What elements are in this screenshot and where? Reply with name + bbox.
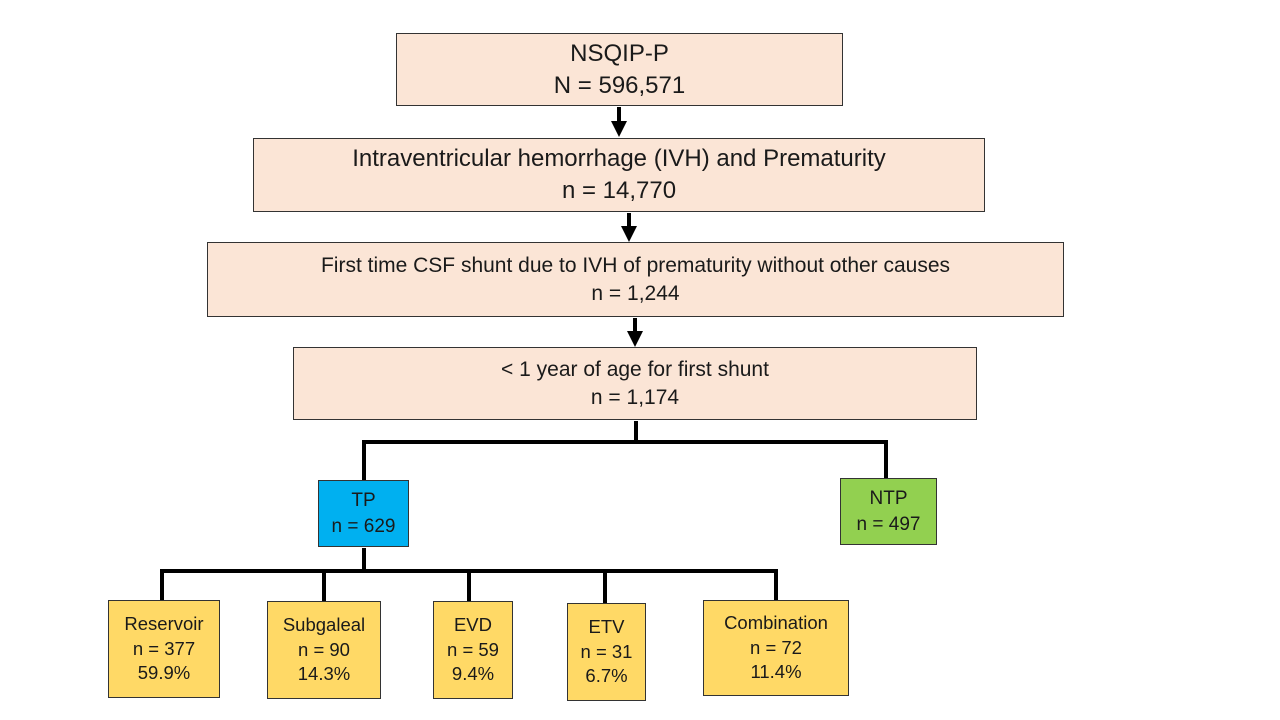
box-subgaleal-title: Subgaleal [282,614,366,636]
box-nsqip-title: NSQIP-P [570,39,669,67]
box-nsqip-count: N = 596,571 [553,71,686,99]
box-combination-count: n = 72 [750,636,802,658]
box-reservoir-percent: 59.9% [137,662,191,684]
box-tp-count: n = 629 [331,515,396,537]
box-ntp: NTP n = 497 [840,478,937,545]
box-ntp-title: NTP [869,488,908,510]
box-reservoir-count: n = 377 [132,637,196,659]
box-subgaleal-count: n = 90 [298,638,350,660]
box-ivh-title: Intraventricular hemorrhage (IVH) and Pr… [352,145,886,173]
box-under-one-year: < 1 year of age for first shunt n = 1,17… [293,347,977,420]
box-etv-title: ETV [588,616,625,638]
box-tp: TP n = 629 [318,480,409,547]
box-ntp-count: n = 497 [856,513,921,535]
box-etv-percent: 6.7% [585,665,628,687]
box-combination: Combination n = 72 11.4% [703,600,849,696]
box-ivh-prematurity: Intraventricular hemorrhage (IVH) and Pr… [253,138,985,212]
box-age-title: < 1 year of age for first shunt [501,357,769,381]
box-first-csf-shunt: First time CSF shunt due to IVH of prema… [207,242,1064,317]
box-etv-count: n = 31 [580,640,633,662]
box-subgaleal: Subgaleal n = 90 14.3% [267,601,381,699]
box-csf-title: First time CSF shunt due to IVH of prema… [320,253,951,277]
box-evd: EVD n = 59 9.4% [433,601,513,699]
box-nsqip-p: NSQIP-P N = 596,571 [396,33,843,106]
box-tp-title: TP [351,490,376,512]
box-combination-percent: 11.4% [750,661,802,683]
box-reservoir: Reservoir n = 377 59.9% [108,600,220,698]
box-subgaleal-percent: 14.3% [297,663,351,685]
box-combination-title: Combination [724,612,828,634]
box-csf-count: n = 1,244 [591,281,680,305]
box-ivh-count: n = 14,770 [561,177,677,204]
box-evd-title: EVD [453,614,493,636]
box-reservoir-title: Reservoir [124,613,204,635]
box-etv: ETV n = 31 6.7% [567,603,646,701]
box-evd-percent: 9.4% [451,663,495,685]
box-evd-count: n = 59 [447,638,499,660]
box-age-count: n = 1,174 [590,385,680,409]
